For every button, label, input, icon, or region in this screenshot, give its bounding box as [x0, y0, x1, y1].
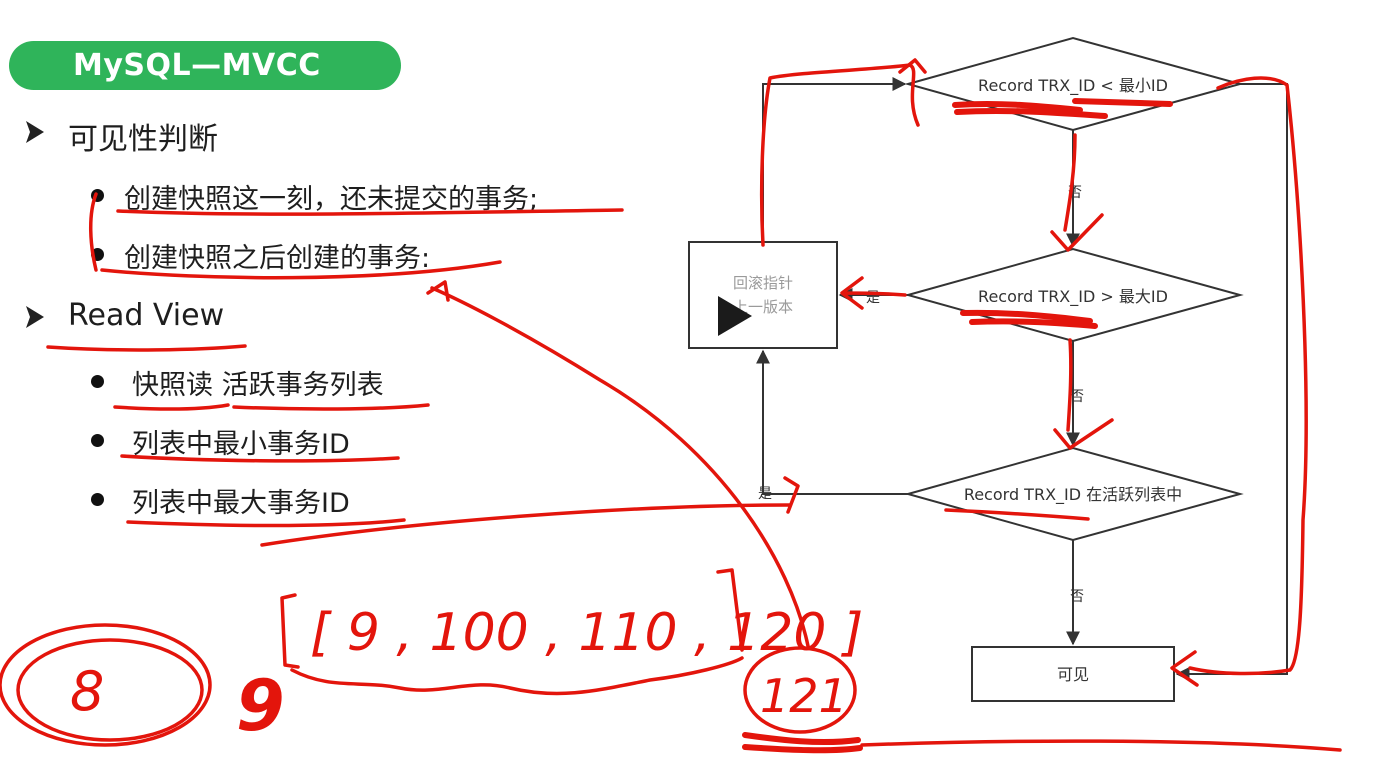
ink-underline — [46, 344, 247, 352]
ink-number-9: 9 — [236, 665, 285, 747]
ink-wave — [290, 656, 744, 696]
ink-number-8: 8 — [70, 660, 104, 723]
arrow-bullet-icon — [26, 121, 44, 143]
ink-curve — [260, 503, 792, 547]
ink-scribble — [952, 98, 1173, 119]
ink-bracket — [88, 192, 98, 272]
bullet-created-after: 创建快照之后创建的事务: — [124, 243, 431, 274]
label-yes-2: 是 — [758, 486, 772, 502]
ink-list-values: [ 9 , 100 , 110 , 120 ] — [310, 603, 863, 663]
decision-min-id-label: Record TRX_ID < 最小ID — [978, 76, 1168, 96]
section-visibility-heading: 可见性判断 — [68, 122, 218, 157]
ink-hook — [783, 476, 800, 514]
ink-underline — [113, 403, 430, 411]
bullet-uncommitted: 创建快照这一刻，还未提交的事务; — [124, 184, 539, 215]
label-no-3: 否 — [1070, 589, 1084, 605]
bullet-active-list: 快照读 活跃事务列表 — [132, 370, 384, 401]
label-no-2: 否 — [1070, 389, 1084, 405]
decision-max-id — [904, 247, 1244, 343]
ink-loop — [1170, 76, 1308, 687]
ink-circle-121 — [743, 646, 857, 734]
section-readview-heading: Read View — [68, 298, 225, 333]
bullet-dot — [91, 434, 104, 447]
ink-scribble — [960, 309, 1098, 329]
ink-circle-8 — [0, 623, 212, 747]
ink-line — [860, 739, 1342, 752]
ink-underline — [116, 208, 624, 216]
visible-box — [971, 646, 1175, 702]
ink-arrow — [840, 276, 907, 310]
ink-number-121: 121 — [760, 669, 848, 723]
visible-label: 可见 — [1057, 665, 1089, 684]
ink-underline — [120, 454, 400, 463]
arrow-bullet-icon — [26, 306, 44, 328]
bullet-max-id: 列表中最大事务ID — [132, 488, 350, 519]
bullet-dot — [91, 493, 104, 506]
rollback-box — [688, 241, 838, 349]
decision-max-id-label: Record TRX_ID > 最大ID — [978, 287, 1168, 307]
bullet-min-id: 列表中最小事务ID — [132, 429, 350, 460]
decision-active-list — [904, 446, 1244, 542]
ink-path — [759, 63, 920, 247]
ink-arrow — [1053, 338, 1114, 450]
ink-bracket-left — [280, 593, 300, 669]
ink-underline — [100, 260, 502, 280]
ink-arrowhead — [426, 280, 450, 302]
rollback-label-1: 回滚指针 — [733, 274, 793, 292]
ink-underline — [944, 508, 1090, 521]
slide-title: MySQL—MVCC — [9, 41, 401, 90]
decision-active-list-label: Record TRX_ID 在活跃列表中 — [964, 485, 1182, 505]
rollback-label-2: 上一版本 — [733, 298, 793, 316]
ink-circle-8 — [16, 638, 204, 742]
ink-scribble — [742, 732, 863, 754]
ink-bracket-right — [716, 568, 744, 652]
arrow-d3-rollback — [756, 349, 908, 495]
ink-underline — [126, 518, 406, 528]
play-icon[interactable] — [718, 296, 752, 336]
ink-curve — [430, 286, 810, 648]
bullet-dot — [91, 375, 104, 388]
ink-hook — [898, 58, 927, 74]
ink-arrow — [1050, 133, 1104, 252]
